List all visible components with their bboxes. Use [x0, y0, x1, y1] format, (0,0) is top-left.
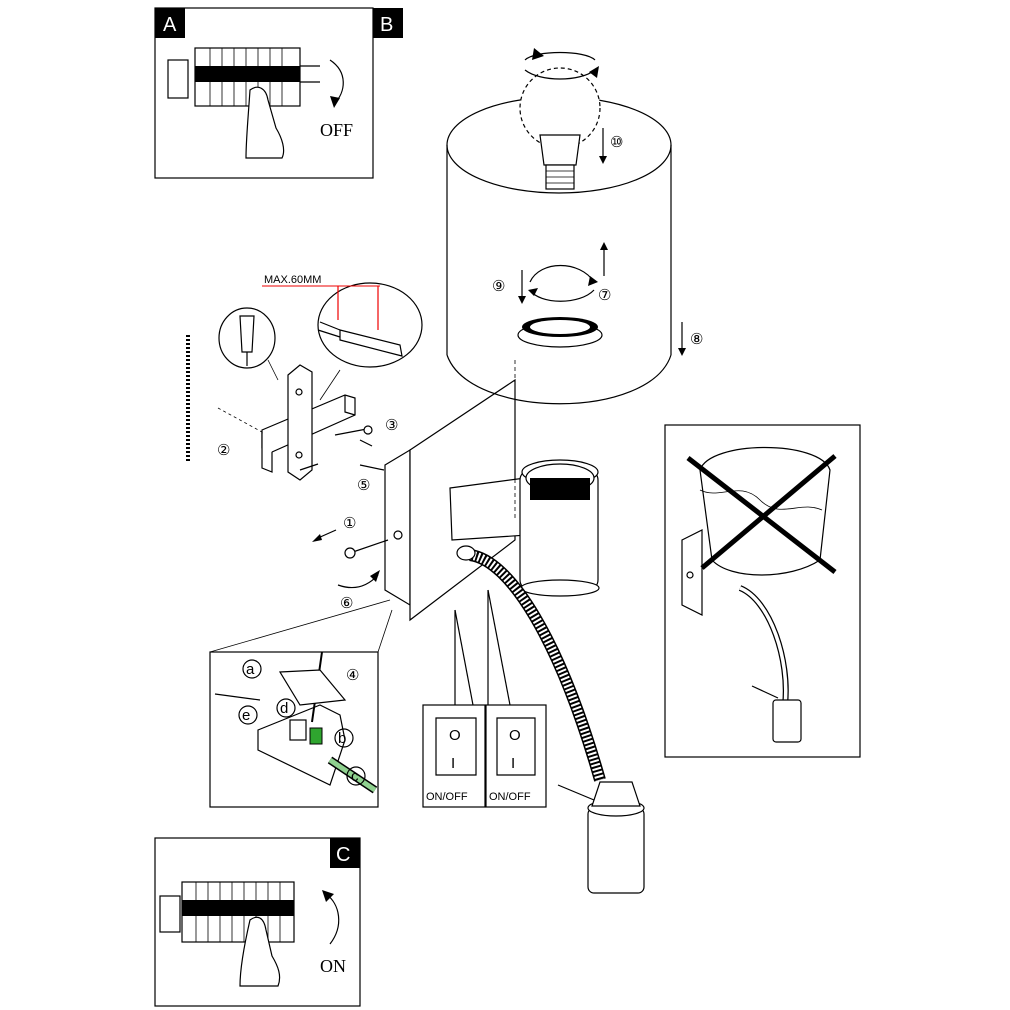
panel-warning-shade: [664, 424, 861, 758]
panel-letter-a: A: [163, 14, 177, 36]
wiring-letter-d: d: [280, 700, 288, 717]
panel-breaker-on: C ON: [154, 837, 361, 1007]
cable-detail: [262, 282, 423, 401]
flexible-reading-arm: [456, 545, 645, 894]
screw-icon: [334, 425, 373, 447]
on-label: ON: [320, 956, 346, 976]
rotate-arrow-icon: [518, 242, 686, 356]
switch-2: O I ON/OFF: [485, 704, 547, 808]
rocker-switch-icon: [496, 717, 536, 776]
panel-wiring-detail: [209, 599, 393, 808]
step-2: ②: [217, 442, 230, 459]
screw-icon: [312, 464, 389, 589]
rocker-switch-icon: [435, 717, 477, 776]
step-6: ⑥: [340, 595, 353, 612]
breaker-rail-icon: [159, 881, 295, 943]
switch-symbol-on: I: [451, 755, 455, 772]
wiring-letter-c: c: [351, 768, 359, 785]
panel-letter-box: [155, 8, 185, 38]
step-4: ④: [346, 667, 359, 684]
lamp-holder: [449, 459, 600, 597]
switch-label: ON/OFF: [489, 791, 531, 803]
step-10: ⑩: [610, 134, 623, 151]
off-label: OFF: [320, 120, 353, 140]
panel-breaker-off: A B OFF: [154, 7, 403, 179]
switch-callouts: [454, 589, 511, 706]
mounting-bracket: [217, 364, 356, 481]
hand-icon: [245, 86, 285, 159]
switch-symbol-off: O: [509, 727, 521, 744]
panel-letter-box: [373, 8, 403, 38]
wall-plug-icon: [218, 307, 279, 381]
step-8: ⑧: [690, 331, 703, 348]
wiring-letter-e: e: [242, 707, 250, 724]
step-1: ①: [343, 515, 356, 532]
panel-frame: [154, 7, 374, 179]
step-5: ⑤: [357, 477, 370, 494]
panel-frame: [209, 651, 379, 808]
switch-symbol-off: O: [449, 727, 461, 744]
panel-letter-box: [330, 838, 360, 868]
step-9: ⑨: [492, 278, 505, 295]
panel-frame: [154, 837, 361, 1007]
dimension-label: MAX.60MM: [264, 274, 321, 286]
panel-letter-b: B: [380, 14, 393, 36]
cross-out-icon: [686, 454, 837, 574]
wiring-letter-a: a: [246, 661, 255, 678]
switch-1: O I ON/OFF: [422, 704, 486, 808]
bulb-icon: [519, 48, 607, 190]
wiring-letter-labels: a b c d e: [238, 659, 366, 786]
step-7: ⑦: [598, 287, 611, 304]
switch-symbol-on: I: [511, 755, 515, 772]
panel-letter-c: C: [336, 844, 350, 866]
arrow-up-icon: [325, 893, 340, 945]
step-3: ③: [385, 417, 398, 434]
switch-label: ON/OFF: [426, 791, 468, 803]
wiring-letter-b: b: [338, 730, 346, 747]
breaker-rail-icon: [167, 47, 320, 107]
lamp-shade: [446, 96, 672, 405]
panel-frame: [664, 424, 861, 758]
hand-icon: [239, 916, 281, 987]
